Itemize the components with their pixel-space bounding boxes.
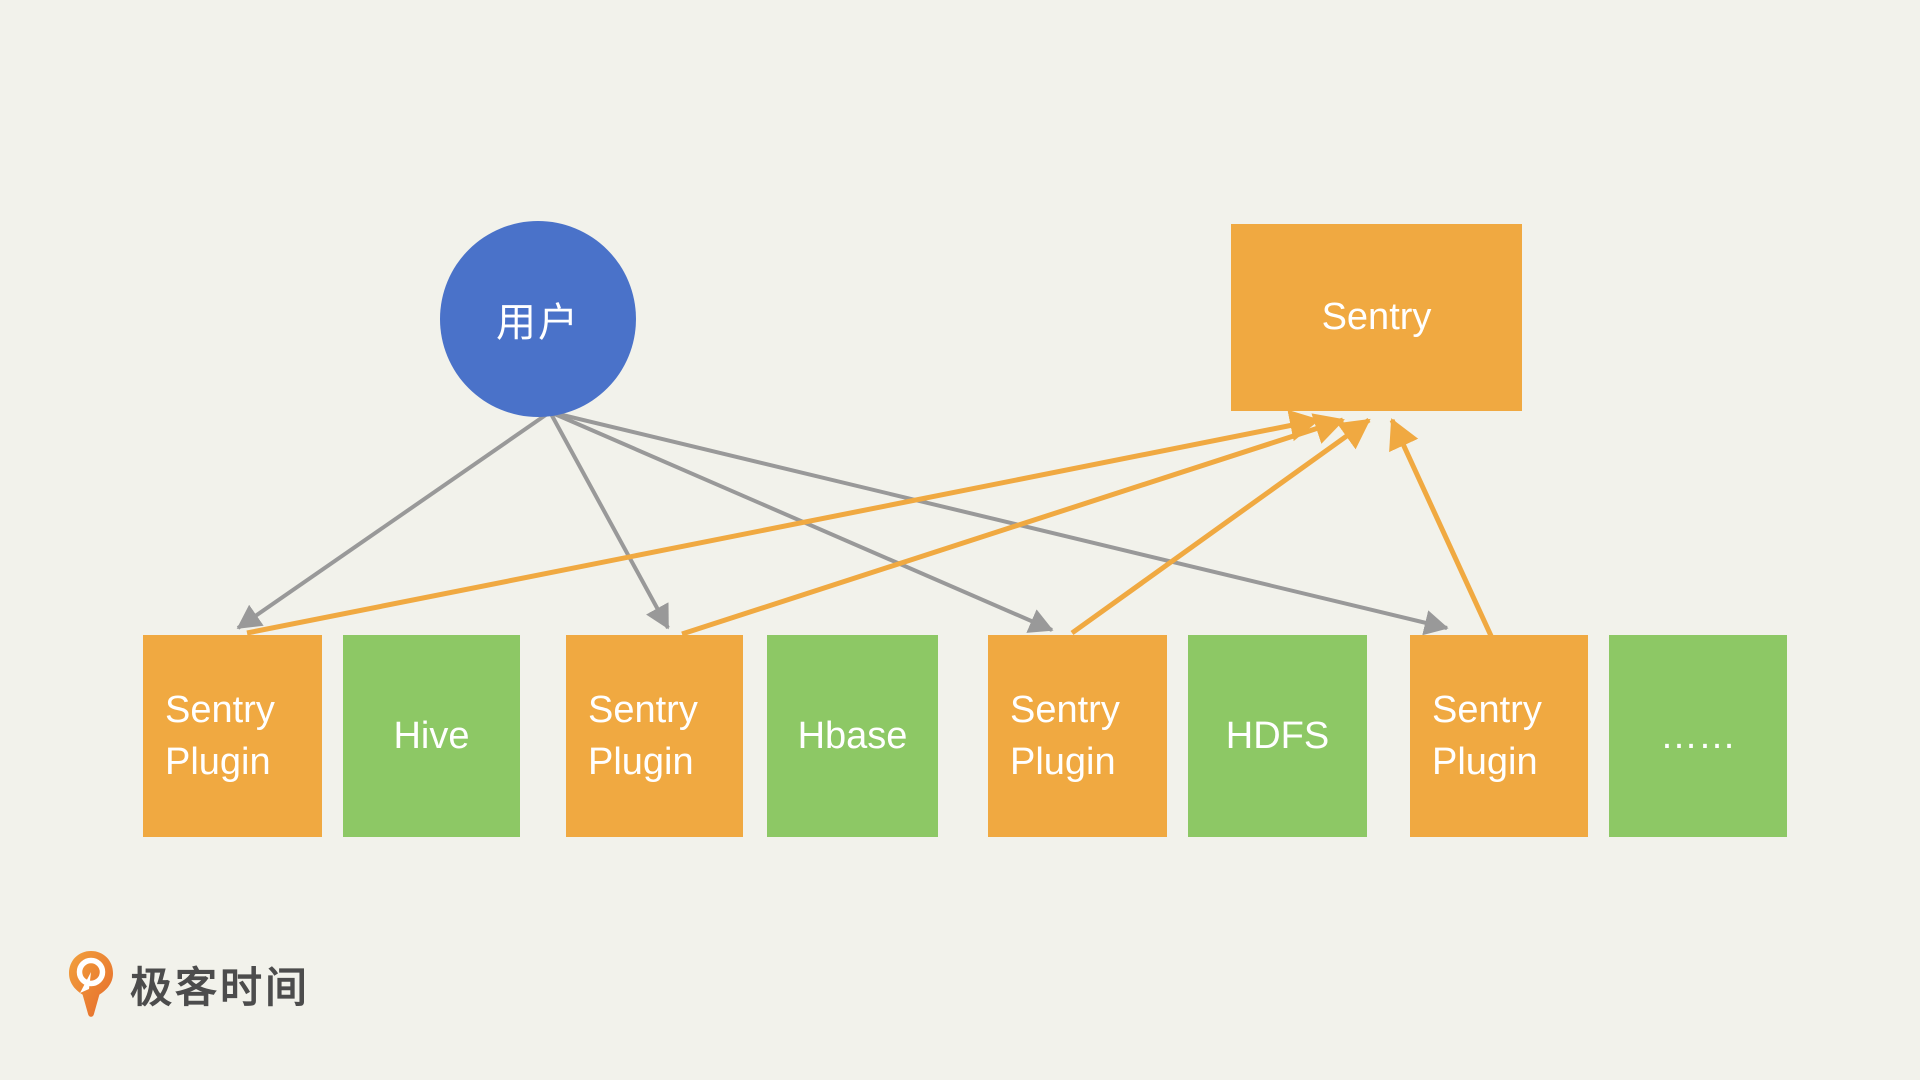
user-label: 用户 <box>496 301 580 345</box>
box-label: HDFS <box>1225 715 1330 757</box>
node-others: …… <box>1609 635 1787 837</box>
box-label: Hive <box>393 715 470 757</box>
edge-user-to-plugin-1 <box>236 410 552 630</box>
box-label: Sentry Plugin <box>588 689 698 783</box>
sentry-label: Sentry <box>1321 296 1432 338</box>
edge-plugin-2-to-sentry <box>681 413 1345 637</box>
node-sentry-plugin-1: Sentry Plugin <box>143 635 322 837</box>
edge-plugin-1-to-sentry <box>246 409 1320 636</box>
node-hive: Hive <box>343 635 520 837</box>
node-sentry-plugin-4: Sentry Plugin <box>1410 635 1588 837</box>
box-label: Sentry Plugin <box>1010 689 1120 783</box>
edge-plugin-4-to-sentry <box>1389 418 1495 640</box>
edge-plugin-3-to-sentry <box>1070 417 1371 636</box>
node-hbase: Hbase <box>767 635 938 837</box>
node-hdfs: HDFS <box>1188 635 1367 837</box>
logo: 极客时间 <box>68 950 310 1018</box>
node-user: 用户 <box>440 221 636 417</box>
edge-user-to-plugin-4 <box>549 410 1449 636</box>
node-sentry-plugin-3: Sentry Plugin <box>988 635 1167 837</box>
box-label: …… <box>1660 715 1736 757</box>
edge-user-to-plugin-2 <box>548 411 670 630</box>
box-label: Sentry Plugin <box>165 689 275 783</box>
node-sentry: Sentry <box>1231 224 1522 411</box>
box-label: Sentry Plugin <box>1432 689 1542 783</box>
geektime-logo-icon <box>69 951 113 1017</box>
node-sentry-plugin-2: Sentry Plugin <box>566 635 743 837</box>
box-label: Hbase <box>797 715 908 757</box>
logo-text: 极客时间 <box>130 963 311 1011</box>
